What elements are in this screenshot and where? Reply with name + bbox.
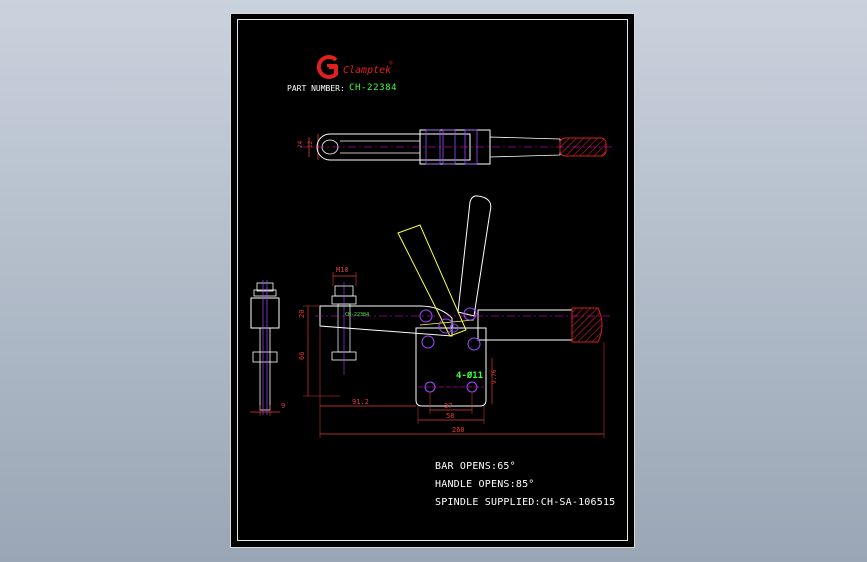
brand-mark: ®	[389, 60, 393, 67]
dim-overall-length: 260	[452, 426, 465, 434]
drawing-sheet	[230, 13, 635, 548]
part-number-value: CH-22384	[349, 83, 397, 93]
side-view	[250, 280, 280, 416]
dim-base-width: 58	[446, 412, 454, 420]
part-number-label: PART NUMBER:	[287, 84, 345, 93]
note-bar-opens: BAR OPENS:65°	[435, 461, 516, 472]
dim-reach: 91.2	[352, 398, 369, 406]
top-view	[300, 129, 612, 165]
dim-thread: M10	[336, 266, 349, 274]
brand-name: Clamptek	[343, 65, 391, 76]
dim-side-width: 9	[281, 402, 285, 410]
dim-base-height: 9.76	[491, 369, 498, 384]
front-view	[303, 195, 610, 438]
dim-top-inner: 12	[307, 140, 314, 148]
note-handle-opens: HANDLE OPENS:85°	[435, 479, 535, 490]
note-spindle-supplied: SPINDLE SUPPLIED:CH-SA-106515	[435, 497, 616, 508]
dim-top-outer: 24	[297, 140, 304, 148]
dim-holes: 4-Ø11	[456, 370, 483, 381]
dim-hole-spacing: 37	[444, 402, 452, 410]
part-engraving: CH-22384	[345, 312, 369, 318]
title-block-border	[237, 19, 628, 541]
dim-spindle-height: 66	[298, 352, 306, 360]
dim-arm-height: 20	[298, 310, 306, 318]
clamptek-logo-icon	[316, 55, 338, 79]
